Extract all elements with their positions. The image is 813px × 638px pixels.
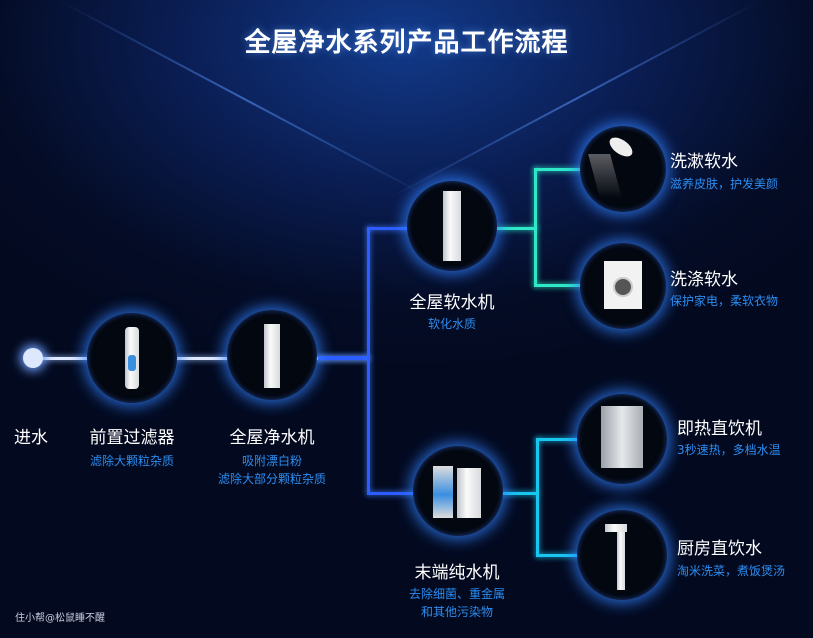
soft-line-laundry xyxy=(534,284,584,287)
ro-purifier-desc-2: 和其他污染物 xyxy=(420,605,494,619)
wash-desc: 滋养皮肤，护发美颜 xyxy=(670,177,779,191)
pre-filter-node xyxy=(87,313,177,403)
branch-line-bottom xyxy=(367,492,417,495)
whole-purifier-label: 全屋净水机 xyxy=(229,428,315,448)
branch-line-vertical xyxy=(367,227,370,494)
drink-line xyxy=(500,492,538,495)
ro-purifier-desc-1: 去除细菌、重金属 xyxy=(408,587,506,601)
filter-water-icon xyxy=(128,355,136,371)
softener-desc: 软化水质 xyxy=(427,317,477,331)
inlet-label: 进水 xyxy=(14,428,48,448)
instant-hot-label: 即热直饮机 xyxy=(677,419,762,439)
soft-line xyxy=(497,227,537,230)
ro-purifier-label: 末端纯水机 xyxy=(414,563,500,583)
kitchen-desc: 淘米洗菜，煮饭煲汤 xyxy=(677,564,786,578)
faucet-image xyxy=(617,528,625,590)
drink-line-vertical xyxy=(536,438,539,556)
trunk-line-blue xyxy=(318,356,370,360)
softener-node xyxy=(407,181,497,271)
whole-purifier-desc-2: 滤除大部分颗粒杂质 xyxy=(217,472,327,486)
whole-purifier-image xyxy=(264,324,280,388)
instant-hot-desc: 3秒速热，多档水温 xyxy=(677,443,781,457)
kitchen-node xyxy=(577,510,667,600)
wash-label: 洗漱软水 xyxy=(670,152,738,172)
wash-node xyxy=(580,126,666,212)
laundry-label: 洗涤软水 xyxy=(670,270,738,290)
whole-purifier-desc-1: 吸附漂白粉 xyxy=(241,454,303,468)
instant-hot-node xyxy=(577,394,667,484)
drink-line-kitchen xyxy=(536,554,581,557)
trunk-line xyxy=(33,357,368,360)
laundry-node xyxy=(580,243,666,329)
ro-purifier-image xyxy=(457,468,481,518)
laundry-desc: 保护家电，柔软衣物 xyxy=(670,294,779,308)
shower-water-icon xyxy=(588,154,622,198)
drink-line-hot xyxy=(536,438,581,441)
whole-purifier-node xyxy=(227,310,317,400)
inlet-dot xyxy=(23,348,43,368)
kitchen-label: 厨房直饮水 xyxy=(677,539,762,559)
faucet-spout-icon xyxy=(605,524,627,532)
branch-line-top xyxy=(367,227,417,230)
softener-label: 全屋软水机 xyxy=(409,293,495,313)
soft-line-wash xyxy=(534,168,584,171)
pre-filter-desc: 滤除大颗粒杂质 xyxy=(89,454,175,468)
page-title: 全屋净水系列产品工作流程 xyxy=(244,28,569,58)
washing-machine-icon xyxy=(604,261,642,309)
softener-image xyxy=(443,191,461,261)
watermark: 住小帮@松鼠睡不醒 xyxy=(15,613,105,624)
pre-filter-label: 前置过滤器 xyxy=(89,428,175,448)
ro-filter-image xyxy=(433,466,453,518)
soft-line-vertical xyxy=(534,168,537,286)
instant-hot-image xyxy=(601,406,643,468)
ro-purifier-node xyxy=(413,446,503,536)
